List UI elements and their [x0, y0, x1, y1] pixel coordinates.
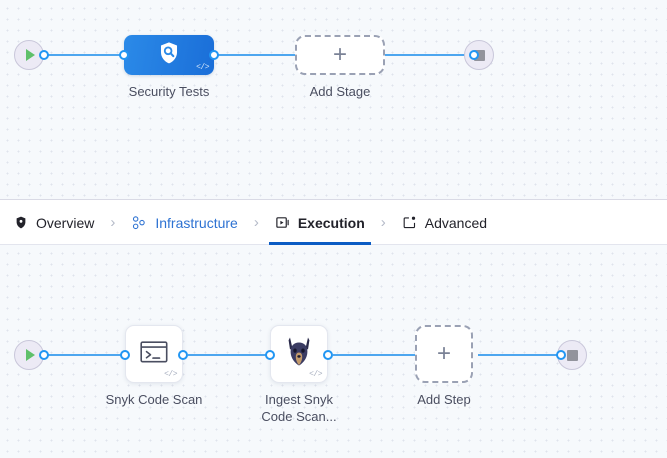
card-gear-icon [402, 215, 417, 230]
tab-infrastructure[interactable]: Infrastructure [117, 201, 251, 245]
steps-canvas[interactable]: </> Snyk Code Scan < [0, 245, 667, 458]
stage-label-security-tests: Security Tests [128, 84, 210, 99]
stages-start-port[interactable] [39, 50, 49, 60]
play-icon [26, 349, 35, 361]
edge-start-to-security [40, 54, 130, 56]
security-in-port[interactable] [119, 50, 129, 60]
play-box-icon [275, 215, 290, 230]
step-card[interactable]: </> [270, 325, 328, 383]
steps-end-port[interactable] [556, 350, 566, 360]
stage-card[interactable]: </> [124, 35, 214, 75]
add-stage-button[interactable]: + [295, 35, 385, 75]
ingest-in-port[interactable] [265, 350, 275, 360]
tab-execution[interactable]: Execution [261, 201, 379, 245]
ingest-out-port[interactable] [323, 350, 333, 360]
edge-security-to-addstage [205, 54, 305, 56]
add-step-node[interactable]: + Add Step [415, 325, 473, 407]
edge-addstage-to-end [370, 54, 475, 56]
shield-scan-icon [156, 40, 182, 71]
step-node-ingest-snyk-code-scan[interactable]: </> Ingest Snyk Code Scan... [261, 325, 337, 424]
snyk-doberman-icon [285, 336, 313, 373]
tab-infrastructure-label: Infrastructure [155, 214, 238, 231]
play-icon [26, 49, 35, 61]
tab-separator-2: › [253, 214, 259, 231]
add-step-button[interactable]: + [415, 325, 473, 383]
tab-separator-1: › [110, 214, 116, 231]
tab-advanced[interactable]: Advanced [388, 201, 501, 245]
code-badge: </> [164, 370, 177, 379]
shield-icon [14, 215, 28, 230]
snyk-in-port[interactable] [120, 350, 130, 360]
add-stage-node[interactable]: + Add Stage [295, 35, 385, 99]
edge-snyk-to-ingest [188, 354, 273, 356]
terminal-icon [139, 339, 169, 370]
stop-icon [473, 49, 485, 61]
security-out-port[interactable] [209, 50, 219, 60]
snyk-out-port[interactable] [178, 350, 188, 360]
step-label-snyk-code-scan: Snyk Code Scan [105, 392, 203, 407]
tab-execution-label: Execution [297, 214, 365, 231]
tab-separator-3: › [380, 214, 386, 231]
stage-config-tabs[interactable]: Overview › Infrastructure › Execution › [0, 201, 667, 245]
nodes-icon [131, 215, 147, 231]
edge-addstep-to-end [478, 354, 568, 356]
tab-overview-label: Overview [36, 214, 95, 231]
edge-start-to-snyk [40, 354, 125, 356]
code-badge: </> [196, 63, 209, 72]
stages-end-port[interactable] [469, 50, 479, 60]
tab-advanced-label: Advanced [424, 214, 488, 231]
steps-end-node[interactable] [557, 340, 587, 370]
add-step-label: Add Step [417, 392, 471, 407]
stage-node-security-tests[interactable]: </> Security Tests [124, 35, 214, 99]
stop-icon [566, 349, 578, 361]
step-node-snyk-code-scan[interactable]: </> Snyk Code Scan [106, 325, 202, 407]
code-badge: </> [309, 370, 322, 379]
edge-ingest-to-addstep [333, 354, 418, 356]
step-card[interactable]: </> [125, 325, 183, 383]
step-label-ingest-snyk-code-scan: Ingest Snyk Code Scan... [261, 392, 337, 424]
steps-start-port[interactable] [39, 350, 49, 360]
stages-canvas[interactable]: </> Security Tests + Add Stage [0, 0, 667, 200]
tab-overview[interactable]: Overview [0, 201, 108, 245]
add-stage-label: Add Stage [309, 84, 371, 99]
